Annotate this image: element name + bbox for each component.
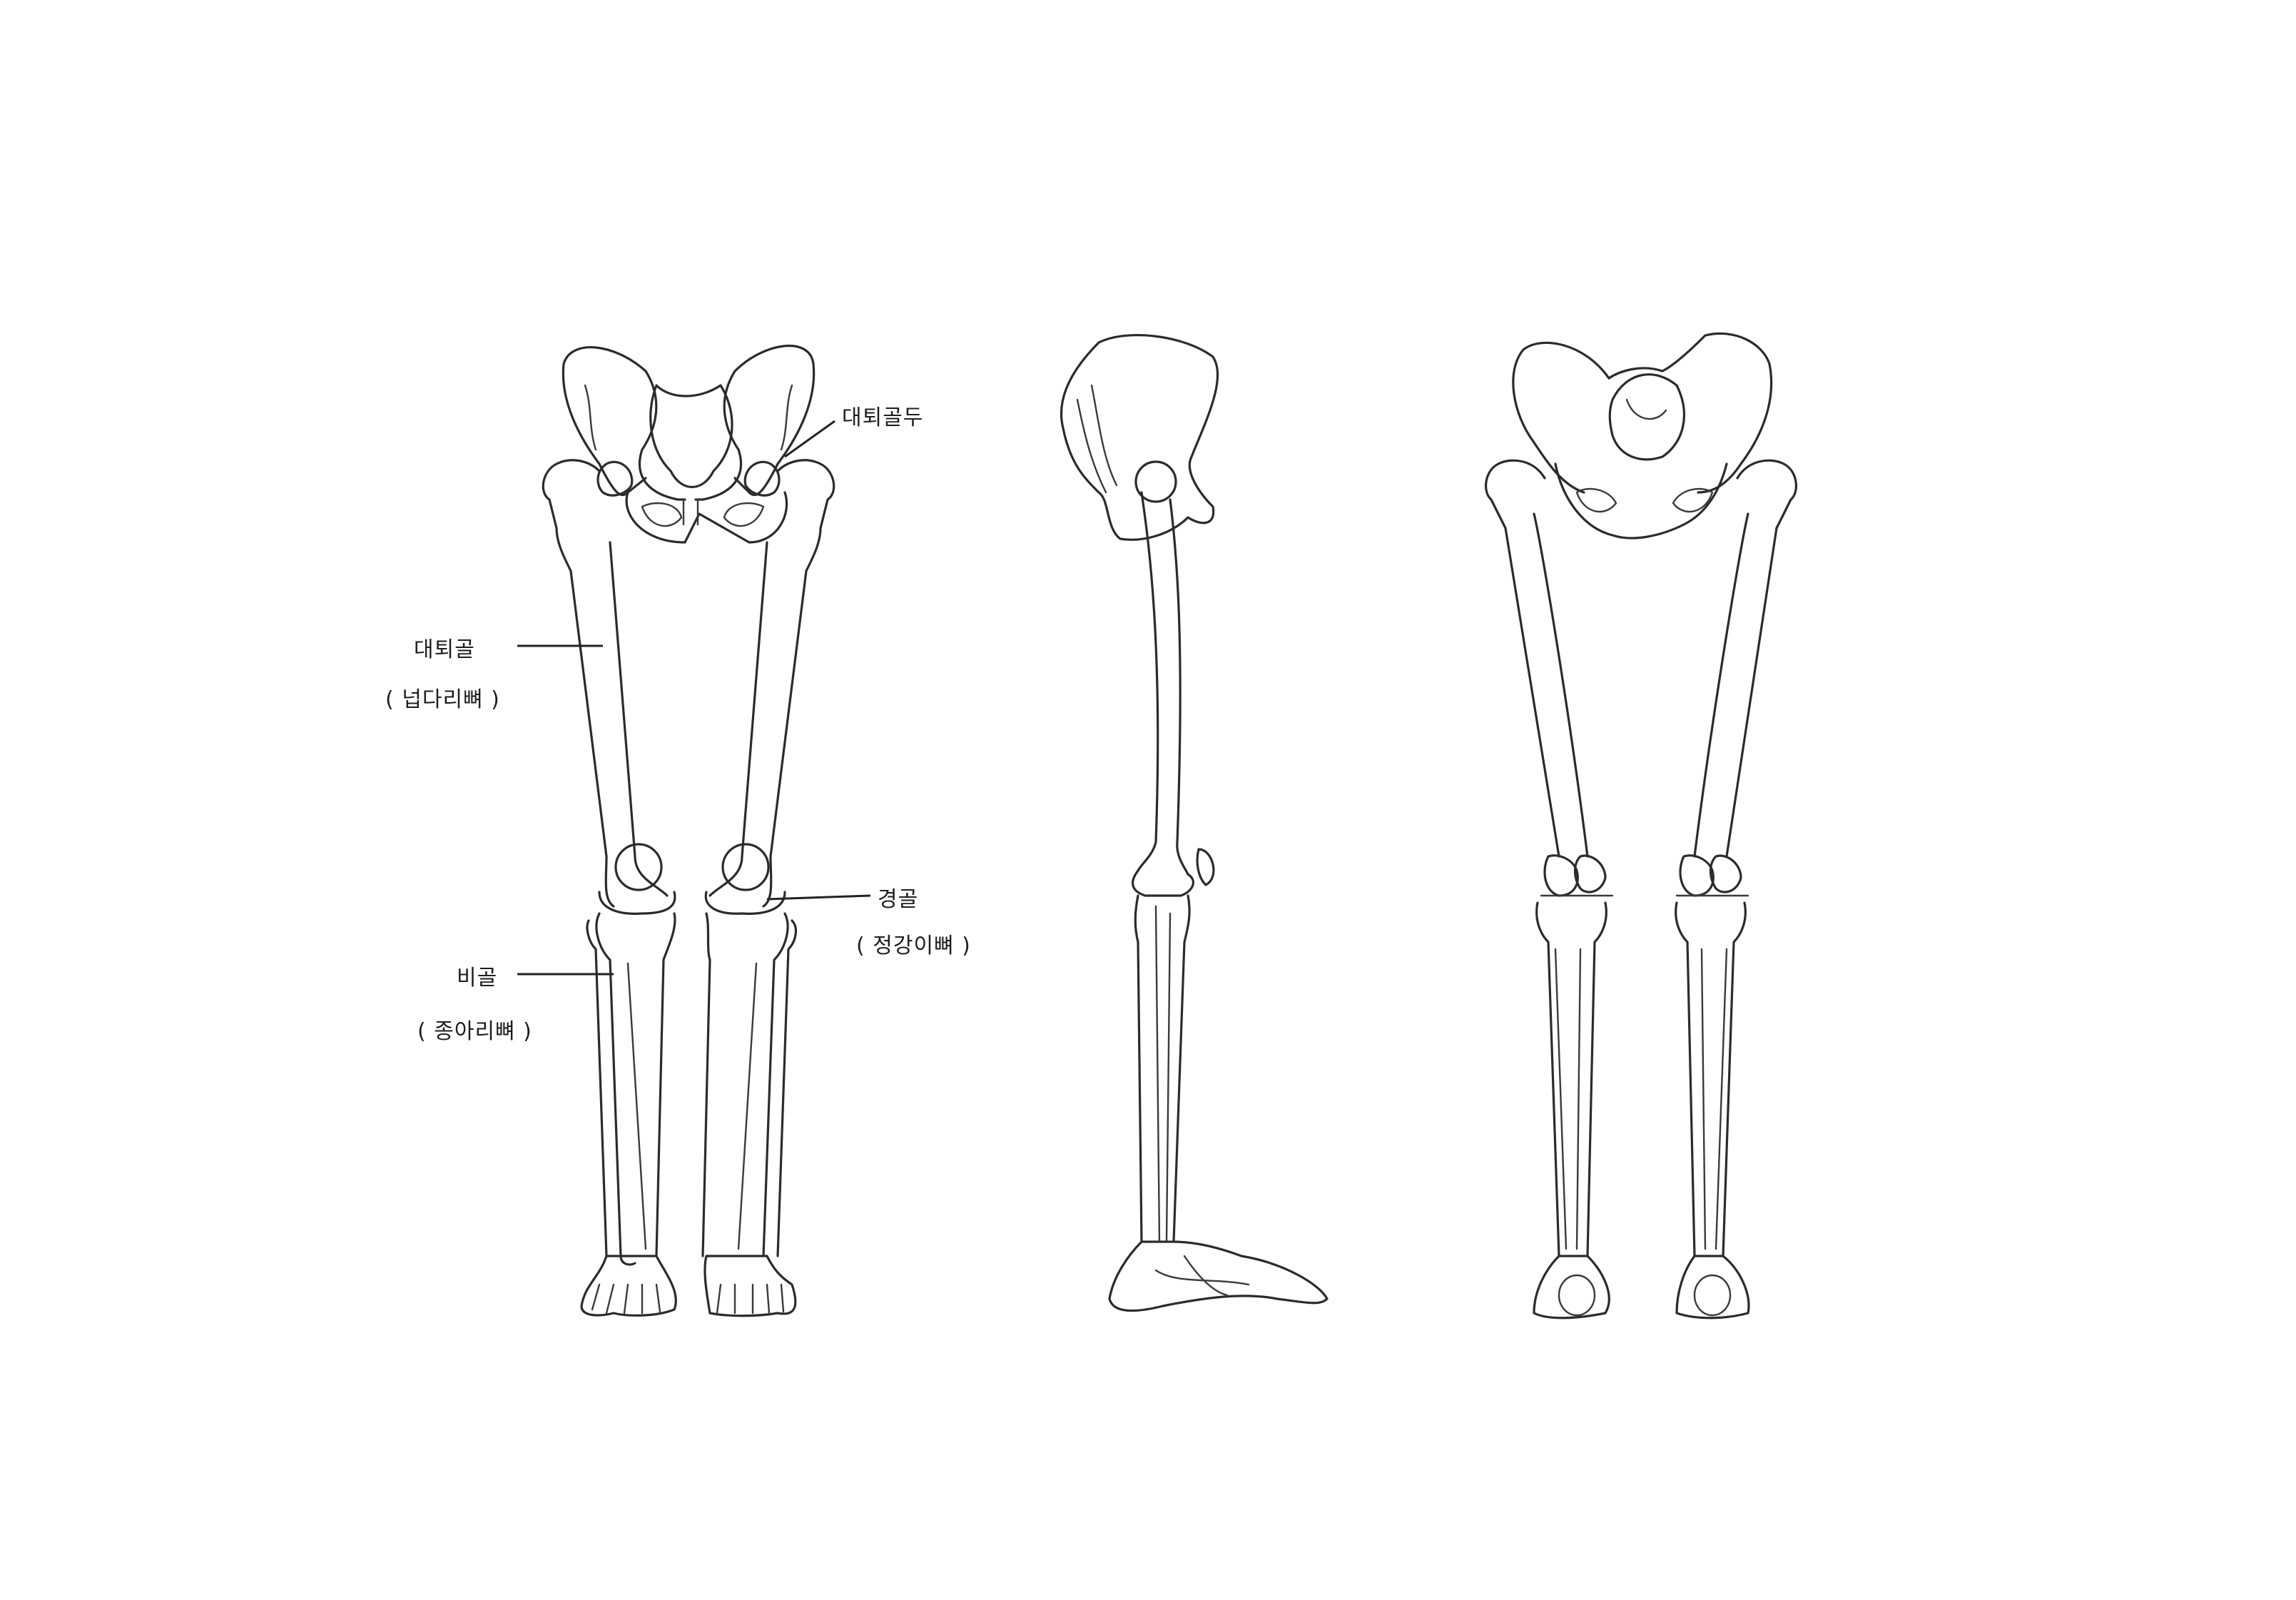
side-pelvis (1060, 333, 1219, 541)
front-femur-right (542, 459, 669, 908)
leader-tibia (766, 894, 871, 901)
back-knees (1540, 854, 1749, 897)
back-pelvis (1512, 332, 1773, 540)
front-feet (580, 1255, 797, 1317)
label-tibia: 경골 (878, 887, 919, 912)
back-lower-leg-right (1535, 901, 1607, 1257)
back-femur-right (1485, 459, 1589, 858)
leader-femoral-head (784, 420, 835, 458)
label-femur-sub: ( 넙다리뼈 ) (385, 687, 500, 712)
label-femoral-head: 대퇴골두 (842, 405, 924, 430)
side-view (1060, 333, 1329, 1312)
front-knees (598, 843, 786, 915)
front-lower-leg-right (586, 912, 676, 1266)
front-view (542, 345, 835, 1317)
label-femur: 대퇴골 (414, 637, 475, 662)
front-pelvis (562, 345, 816, 544)
front-lower-leg-left (701, 912, 798, 1257)
label-fibula: 비골 (457, 966, 498, 991)
back-feet (1533, 1255, 1750, 1320)
back-lower-leg-left (1675, 901, 1747, 1257)
back-view (1485, 332, 1797, 1320)
side-femur (1137, 491, 1189, 876)
side-lower-leg (1134, 894, 1191, 1243)
side-foot (1108, 1240, 1329, 1312)
front-femur-left (708, 459, 835, 908)
side-knee (1132, 848, 1215, 897)
label-fibula-sub: ( 종아리뼈 ) (417, 1019, 532, 1044)
leader-lines (517, 420, 871, 976)
back-femur-left (1693, 459, 1797, 858)
label-tibia-sub: ( 정강이뼈 ) (856, 933, 971, 958)
